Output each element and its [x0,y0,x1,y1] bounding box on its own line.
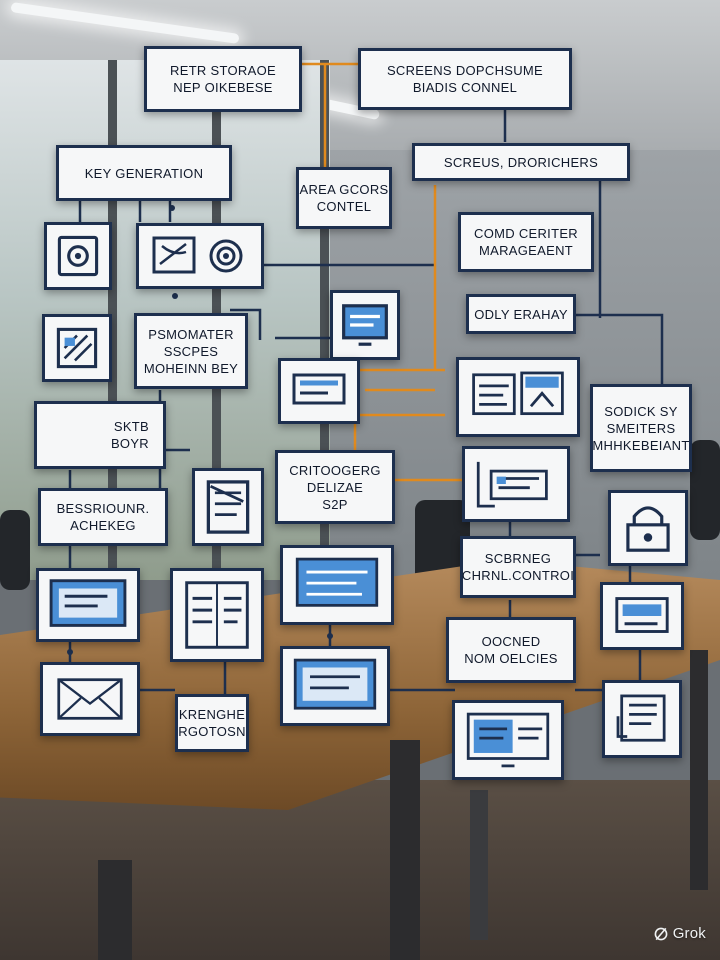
monitor-icon [293,658,377,710]
keys-node [136,223,264,289]
monitor-icon [49,579,127,627]
monitor-icon [466,712,550,768]
parameter-node: PSMOMATER SSCPES MOHEINN BEY [134,313,248,389]
area-control-node: AREA GCORS CONTEL [296,167,392,229]
screus-node: SCREUS, DRORICHERS [412,143,630,181]
safe-icon [57,235,99,277]
node-label: PSMOMATER [148,326,234,342]
grok-logo-icon [654,927,668,940]
node-label: SCBRNEG [484,551,552,566]
report-node [192,468,264,546]
watermark-text: Grok [672,925,706,942]
node-label: SSCPES [163,343,219,359]
node-label: NOM OELCIES [464,651,558,666]
node-label: SMEITERS [606,420,676,436]
ooc-node: OOCNED NOM OELCIES [446,617,576,683]
monitor-node [330,290,400,360]
node-label: AREA GCORS [299,182,389,197]
node-label: S2P [322,496,348,512]
document-icon [56,327,98,369]
document-icon [185,581,249,649]
node-label: SKTB [113,419,149,434]
table-leg [690,650,708,890]
node-label: CHRNL.CONTROI [461,568,575,583]
watermark: Grok [653,925,706,942]
node-label: NEP OIKEBESE [173,80,273,95]
node-label: KRENGHE [178,707,246,722]
hardware-key-node [456,357,580,437]
node-label: BOYR [110,436,149,451]
node-label: MHHKEBEIANT [592,437,690,453]
printer-icon [615,597,669,633]
chair [690,440,720,540]
table-leg [470,790,488,940]
node-label: MOHEINN BEY [143,360,239,376]
chair [0,510,30,590]
kren-node: KRENGHE RGOTOSN [175,694,249,752]
node-label: ACHEKEG [70,518,136,533]
lock-safe-node [608,490,688,566]
node-label: BESSRIOUNR. [56,501,150,516]
monitor-icon [295,557,379,607]
safe-node [44,222,112,290]
hardware-key-icon [472,371,564,416]
sodick-node: SODICK SY SMEITERS MHHKEBEIANT [590,384,692,472]
node-label: BIADIS CONNEL [412,80,518,95]
server-icon [616,694,666,742]
lock-card-node [462,446,570,522]
lock-icon [626,506,670,552]
envelope-node [40,662,140,736]
node-label: RGOTOSN [178,724,246,739]
node-label: ODLY ERAHAY [474,306,568,322]
key-generation-node: KEY GENERATION [56,145,232,201]
node-label: CRITOOGERG [289,462,381,478]
printer-node [600,582,684,650]
node-label: COMD CERITER [474,226,578,241]
window-frame [320,60,329,580]
node-label: SODICK SY [604,403,678,419]
window-frame [108,60,117,580]
document-node [42,314,112,382]
envelope-icon [57,678,123,720]
ledger-node [170,568,264,662]
screens-node: SCREENS DOPCHSUME BIADIS CONNEL [358,48,572,110]
crito-node: CRITOOGERG DELIZAE S2P [275,450,395,524]
certificate-icon [152,236,243,274]
document-icon [206,480,250,534]
storage-node: RETR STORAOE NEP OIKEBESE [144,46,302,112]
node-label: SCREUS, DRORICHERS [443,154,599,170]
node-label: KEY GENERATION [84,165,204,181]
monitor-icon [342,304,388,346]
node-label: CONTEL [316,199,372,214]
node-label: DELIZAE [306,479,364,495]
screen-node [452,700,564,780]
table-leg [390,740,420,960]
console-node [280,646,390,726]
server-icon [292,373,346,405]
comd-center-node: COMD CERITER MARAGEAENT [458,212,594,272]
sktb-node: SKTB BOYR [34,401,166,469]
node-label: MARAGEAENT [478,243,573,258]
archive-node [602,680,682,758]
node-label: SCREENS DOPCHSUME [386,63,544,78]
terminal-node [280,545,394,625]
lock-icon [476,461,548,508]
dashboard-node [36,568,140,642]
server-node [278,358,360,424]
bess-node: BESSRIOUNR. ACHEKEG [38,488,168,546]
sbring-node: SCBRNEG CHRNL.CONTROI [460,536,576,598]
table-leg [98,860,132,960]
odly-node: ODLY ERAHAY [466,294,576,334]
node-label: OOCNED [481,634,541,649]
node-label: RETR STORAOE [170,63,276,78]
